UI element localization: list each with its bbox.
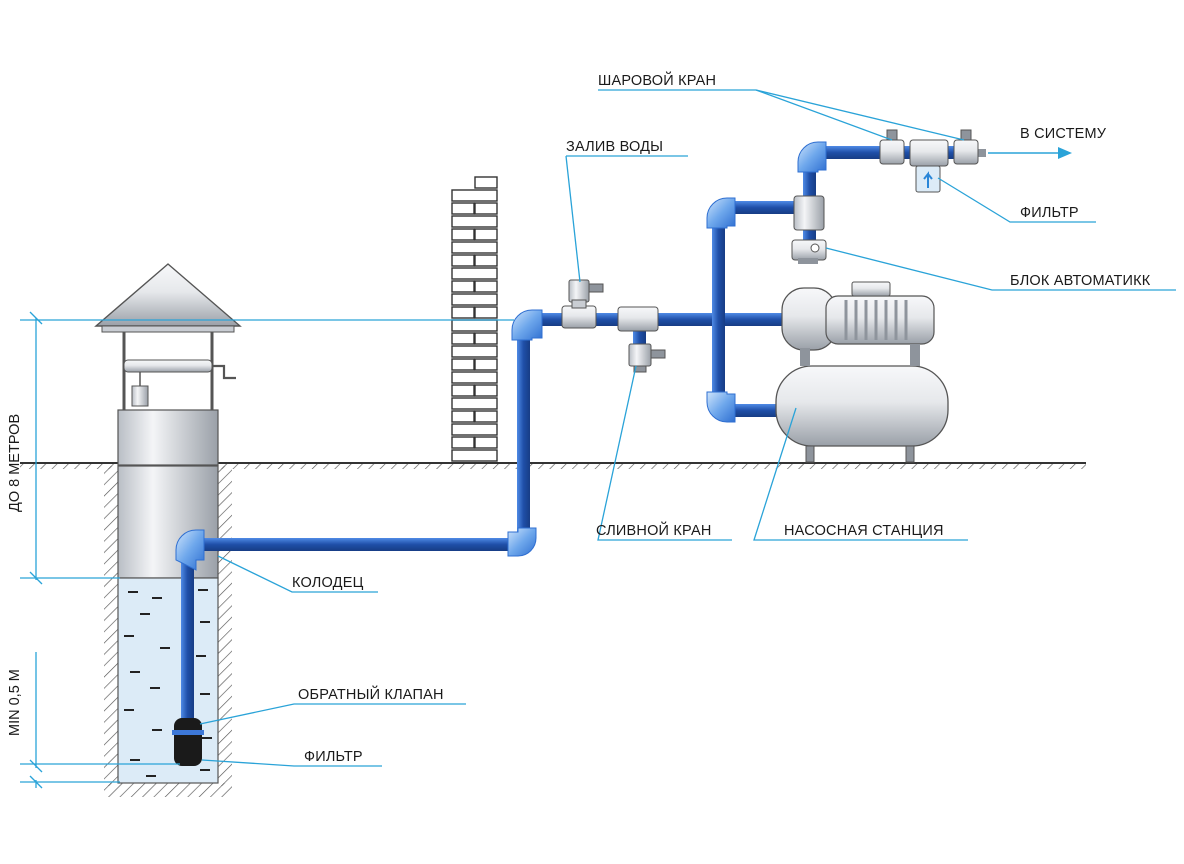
brick — [474, 202, 498, 215]
suction-pipe — [181, 555, 194, 720]
brick — [474, 280, 498, 293]
brick — [451, 215, 498, 228]
dimension-lines — [20, 311, 514, 789]
drain-tee — [617, 306, 666, 373]
brick — [451, 345, 498, 358]
ball-valve-2 — [953, 129, 979, 165]
flow-arrow — [988, 147, 1072, 159]
brick — [451, 449, 498, 462]
label-pump-station: НАСОСНАЯ СТАНЦИЯ — [784, 523, 944, 539]
label-depth-min: MIN 0,5 М — [7, 669, 23, 736]
brick — [451, 358, 475, 371]
brick — [451, 202, 475, 215]
water-marks — [124, 589, 212, 777]
brick — [451, 423, 498, 436]
brick — [451, 332, 475, 345]
well-water — [117, 577, 219, 784]
brick — [451, 319, 498, 332]
pump-station — [775, 281, 949, 463]
well-house — [94, 263, 242, 466]
brick — [451, 280, 475, 293]
label-well: КОЛОДЕЦ — [292, 575, 364, 591]
label-filter-top: ФИЛЬТР — [1020, 205, 1079, 221]
brick — [451, 241, 498, 254]
brick — [474, 254, 498, 267]
label-water-fill: ЗАЛИВ ВОДЫ — [566, 139, 663, 155]
well-bucket — [131, 385, 149, 407]
label-depth-upto: ДО 8 МЕТРОВ — [7, 414, 23, 512]
label-drain-valve: СЛИВНОЙ КРАН — [596, 521, 712, 539]
upper-tee — [793, 195, 825, 231]
line-filter — [909, 139, 949, 193]
brick — [474, 306, 498, 319]
brick — [474, 332, 498, 345]
brick — [451, 397, 498, 410]
ball-valve-1 — [879, 129, 905, 165]
leader-lines — [199, 89, 1176, 767]
brick — [451, 254, 475, 267]
brick — [474, 410, 498, 423]
brick — [474, 384, 498, 397]
well-windlass — [123, 359, 213, 373]
brick — [474, 358, 498, 371]
brick-wall — [451, 176, 498, 462]
automation-block — [791, 239, 827, 264]
water-fill-valve — [561, 279, 604, 329]
brick — [451, 228, 475, 241]
pump-motor — [825, 295, 935, 345]
label-filter-bottom: ФИЛЬТР — [304, 749, 363, 765]
well-shaft — [104, 465, 232, 797]
check-valve-filter — [172, 718, 204, 766]
pipes — [181, 146, 986, 720]
brick — [451, 436, 475, 449]
brick — [474, 176, 498, 189]
brick — [451, 384, 475, 397]
brick — [451, 293, 498, 306]
brick — [451, 267, 498, 280]
fittings — [172, 129, 979, 766]
pipe-elbows — [175, 141, 827, 571]
label-check-valve: ОБРАТНЫЙ КЛАПАН — [298, 685, 444, 703]
brick — [474, 436, 498, 449]
brick — [474, 228, 498, 241]
label-ball-valve: ШАРОВОЙ КРАН — [598, 71, 716, 89]
brick — [451, 189, 498, 202]
hydro-tank — [775, 365, 949, 447]
label-to-system: В СИСТЕМУ — [1020, 126, 1107, 142]
brick — [451, 371, 498, 384]
labels: ШАРОВОЙ КРАН В СИСТЕМУ ЗАЛИВ ВОДЫ ФИЛЬТР… — [7, 71, 1151, 765]
label-automation-block: БЛОК АВТОМАТИКК — [1010, 273, 1151, 289]
brick — [451, 306, 475, 319]
brick — [451, 410, 475, 423]
